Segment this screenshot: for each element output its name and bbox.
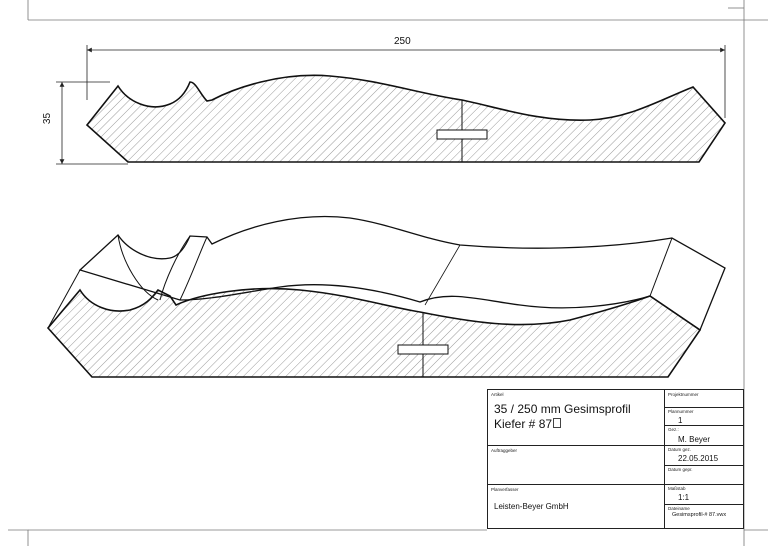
datum-gez-value: 22.05.2015 <box>678 454 719 463</box>
dateiname-label: Dateiname <box>668 506 690 511</box>
dimension-label-width: 250 <box>394 36 411 47</box>
auftraggeber-label: Auftraggeber <box>491 448 518 453</box>
title-block: Artikel 35 / 250 mm Gesimsprofil Kiefer … <box>487 389 744 529</box>
artikel-line-1: 35 / 250 mm Gesimsprofil <box>494 402 631 416</box>
plannummer-value: 1 <box>678 416 683 425</box>
dimension-label-height: 35 <box>42 112 54 125</box>
planverfasser-value: Leisten-Beyer GmbH <box>494 502 569 511</box>
datum-gez-label: Datum gez. <box>668 447 692 452</box>
datum-gepr-label: Datum gepr. <box>668 467 693 472</box>
gez-label: Gez.: <box>668 427 679 432</box>
projektnummer-label: Projektnummer <box>668 392 699 397</box>
artikel-label: Artikel <box>491 392 504 397</box>
profile-section-top <box>85 74 727 163</box>
dateiname-value: Gesimsprofil-# 87.vwx <box>672 512 727 518</box>
dimension-height <box>56 81 128 165</box>
dimension-width <box>86 45 726 118</box>
massstab-value: 1:1 <box>678 493 690 502</box>
drawing-frame <box>8 0 768 546</box>
planverfasser-label: Planverfasser <box>491 487 519 492</box>
plannummer-label: Plannummer <box>668 409 694 414</box>
artikel-line-2: Kiefer # 87 <box>494 417 562 431</box>
massstab-label: Maßstab <box>668 486 686 491</box>
gez-value: M. Beyer <box>678 435 711 444</box>
profile-perspective <box>46 215 726 378</box>
placeholder-box-icon <box>553 418 562 428</box>
